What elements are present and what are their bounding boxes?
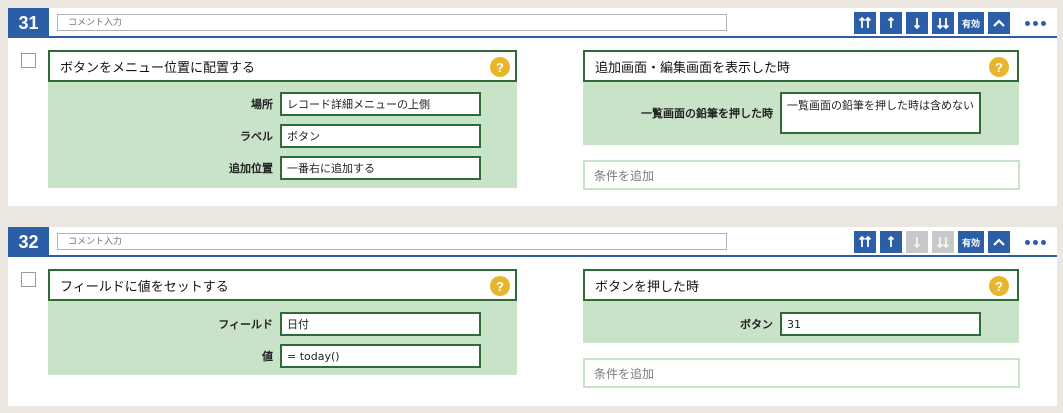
move-down-button[interactable]	[906, 231, 928, 253]
condition-title[interactable]: ボタンを押した時 ?	[583, 269, 1019, 301]
comment-input[interactable]	[57, 14, 727, 31]
help-icon[interactable]: ?	[490, 276, 510, 296]
rule-toolbar: 有効	[854, 12, 1046, 34]
field-value[interactable]: 31	[780, 312, 981, 336]
move-top-icon	[858, 16, 872, 28]
action-title-text: ボタンをメニュー位置に配置する	[60, 60, 256, 76]
move-up-icon	[887, 16, 895, 28]
add-condition-input[interactable]: 条件を追加	[583, 358, 1020, 388]
move-bottom-icon	[936, 237, 950, 249]
action-title-text: フィールドに値をセットする	[60, 279, 229, 295]
move-up-button[interactable]	[880, 12, 902, 34]
condition-title[interactable]: 追加画面・編集画面を表示した時 ?	[583, 50, 1019, 82]
move-top-icon	[858, 235, 872, 247]
rule-checkbox[interactable]	[21, 272, 36, 287]
field-value[interactable]: 日付	[280, 312, 481, 336]
move-up-button[interactable]	[880, 231, 902, 253]
field-label: 追加位置	[229, 162, 273, 175]
action-title[interactable]: ボタンをメニュー位置に配置する ?	[48, 50, 517, 82]
move-top-button[interactable]	[854, 231, 876, 253]
field-label: 値	[262, 350, 273, 363]
move-bottom-icon	[936, 18, 950, 30]
enabled-toggle[interactable]: 有効	[958, 12, 984, 34]
rule-number: 31	[8, 8, 49, 38]
condition-panel: ボタンを押した時 ? ボタン 31	[583, 269, 1019, 343]
move-down-icon	[913, 18, 921, 30]
field-label: ラベル	[240, 130, 273, 143]
field-value[interactable]: 一覧画面の鉛筆を押した時は含めない	[780, 92, 981, 134]
comment-input[interactable]	[57, 233, 727, 250]
condition-panel: 追加画面・編集画面を表示した時 ? 一覧画面の鉛筆を押した時 一覧画面の鉛筆を押…	[583, 50, 1019, 145]
more-icon[interactable]	[1018, 231, 1046, 253]
action-panel: フィールドに値をセットする ? フィールド 日付 値 = today()	[48, 269, 517, 375]
field-value[interactable]: 一番右に追加する	[280, 156, 481, 180]
field-value[interactable]: = today()	[280, 344, 481, 368]
condition-title-text: ボタンを押した時	[595, 279, 700, 295]
rule-header: 32 有効	[8, 227, 1057, 257]
field-label: 場所	[251, 98, 273, 111]
field-label: フィールド	[218, 318, 273, 331]
field-label: 一覧画面の鉛筆を押した時	[641, 107, 773, 120]
rule-card: 32 有効 フィールドに値をセットする ?	[8, 227, 1057, 406]
field-value[interactable]: ボタン	[280, 124, 481, 148]
rule-card: 31 有効 ボタンをメニュー位置に配置する ?	[8, 8, 1057, 206]
rule-checkbox[interactable]	[21, 53, 36, 68]
chevron-up-icon	[993, 19, 1005, 27]
chevron-up-icon	[993, 238, 1005, 246]
rule-toolbar: 有効	[854, 231, 1046, 253]
move-bottom-button[interactable]	[932, 231, 954, 253]
help-icon[interactable]: ?	[989, 57, 1009, 77]
move-down-button[interactable]	[906, 12, 928, 34]
more-icon[interactable]	[1018, 12, 1046, 34]
move-up-icon	[887, 235, 895, 247]
add-condition-input[interactable]: 条件を追加	[583, 160, 1020, 190]
move-down-icon	[913, 237, 921, 249]
action-title[interactable]: フィールドに値をセットする ?	[48, 269, 517, 301]
move-bottom-button[interactable]	[932, 12, 954, 34]
help-icon[interactable]: ?	[490, 57, 510, 77]
move-top-button[interactable]	[854, 12, 876, 34]
field-label: ボタン	[740, 318, 773, 331]
action-panel: ボタンをメニュー位置に配置する ? 場所 レコード詳細メニューの上側 ラベル ボ…	[48, 50, 517, 188]
collapse-button[interactable]	[988, 12, 1010, 34]
condition-title-text: 追加画面・編集画面を表示した時	[595, 60, 791, 76]
collapse-button[interactable]	[988, 231, 1010, 253]
help-icon[interactable]: ?	[989, 276, 1009, 296]
enabled-toggle[interactable]: 有効	[958, 231, 984, 253]
rule-header: 31 有効	[8, 8, 1057, 38]
field-value[interactable]: レコード詳細メニューの上側	[280, 92, 481, 116]
rule-number: 32	[8, 227, 49, 257]
